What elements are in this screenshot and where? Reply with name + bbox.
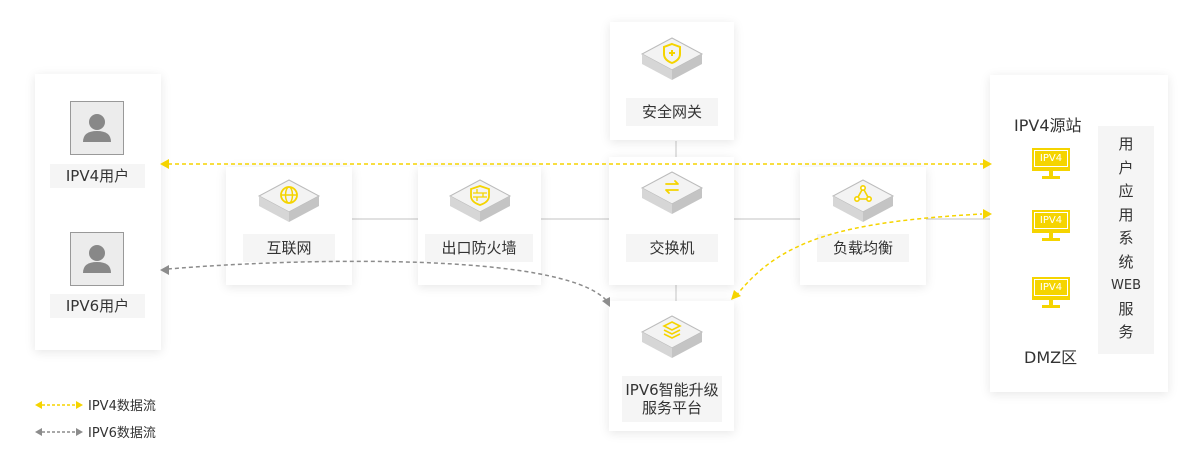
app-char: 户: [1118, 158, 1134, 177]
load-balancer-label: 负载均衡: [817, 234, 909, 262]
monitor-icon: [1032, 148, 1070, 179]
app-char: 服: [1118, 299, 1134, 318]
internet-label: 互联网: [243, 234, 335, 262]
ipv6-legend-swatch: [35, 427, 83, 436]
ipv4-server-1: IPV4: [1031, 147, 1071, 181]
app-char: 系: [1118, 229, 1134, 247]
ipv4-server-2: IPV4: [1031, 209, 1071, 243]
app-system-label: 用 户 应 用 系 统 WEB 服 务: [1098, 133, 1154, 345]
layers-icon: [640, 315, 704, 358]
firewall-icon: [448, 179, 512, 222]
ipv4-flow-line: [160, 159, 992, 169]
dmz-zone-label: DMZ区: [1024, 348, 1078, 367]
ipv6-user-avatar: [70, 232, 124, 286]
monitor-icon: [1032, 277, 1070, 308]
legend-ipv4: IPV4数据流: [35, 395, 156, 414]
app-char: 应: [1118, 182, 1134, 200]
monitor-icon: [1032, 210, 1070, 241]
ipv4-user-avatar: [70, 101, 124, 155]
monitor-label: IPV4: [1034, 212, 1068, 229]
ipv4-platform-flow: [731, 209, 992, 300]
ipv4-legend-swatch: [35, 400, 83, 409]
security-gateway-label: 安全网关: [626, 98, 718, 126]
app-char: 用: [1118, 135, 1134, 153]
globe-icon: [257, 179, 321, 222]
ipv6-user-label: IPV6用户: [50, 294, 145, 318]
ipv6-flow-line: [160, 260, 610, 307]
user-icon: [83, 114, 111, 142]
ipv6-platform-label-line2: 服务平台: [641, 399, 702, 417]
ipv4-origin-title: IPV4源站: [1014, 116, 1082, 135]
legend-ipv6: IPV6数据流: [35, 422, 156, 441]
monitor-label: IPV4: [1034, 279, 1068, 296]
monitor-label: IPV4: [1034, 150, 1068, 167]
app-system-box: 用 户 应 用 系 统 WEB 服 务: [1098, 126, 1154, 354]
ipv4-user-label: IPV4用户: [50, 164, 145, 188]
ipv4-server-3: IPV4: [1031, 276, 1071, 310]
app-char: 用: [1118, 205, 1134, 224]
ipv6-platform-label: IPV6智能升级 服务平台: [622, 376, 722, 422]
app-char: 统: [1118, 252, 1134, 271]
app-char: WEB: [1111, 278, 1141, 293]
load-balancer-icon: [831, 179, 895, 222]
firewall-label: 出口防火墙: [425, 234, 533, 262]
app-char: 务: [1118, 323, 1134, 341]
user-icon: [83, 245, 111, 273]
legend-ipv6-label: IPV6数据流: [88, 426, 156, 441]
ipv6-platform-label-line1: IPV6智能升级: [625, 381, 719, 399]
switch-icon: [640, 171, 704, 214]
switch-label: 交换机: [626, 234, 718, 262]
legend-ipv4-label: IPV4数据流: [88, 399, 156, 414]
shield-icon: [640, 37, 704, 80]
